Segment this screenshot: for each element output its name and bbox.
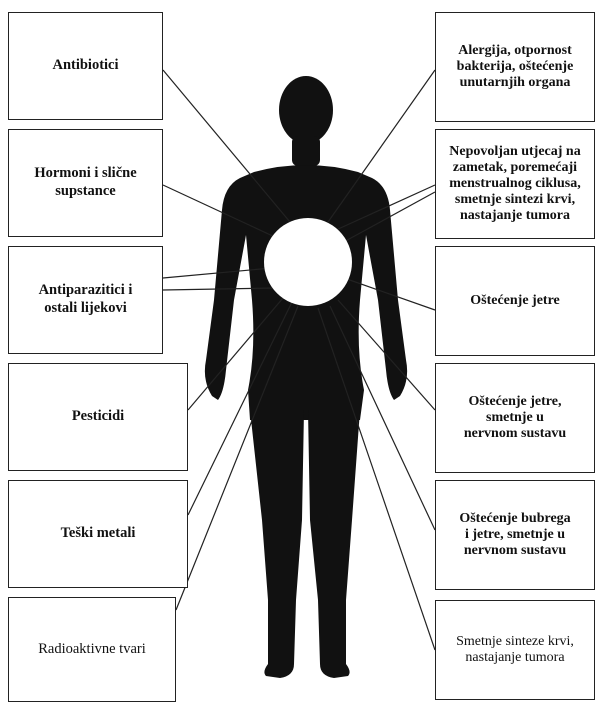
effect-nepovoljan: Nepovoljan utjecaj na zametak, poremećaj…: [435, 129, 595, 239]
center-circle: [264, 218, 352, 306]
effect-jetre-nervni: Oštećenje jetre, smetnje u nervnom susta…: [435, 363, 595, 473]
source-antiparaziti: Antiparazitici i ostali lijekovi: [8, 246, 163, 354]
effect-sinteze: Smetnje sinteze krvi, nastajanje tumora: [435, 600, 595, 700]
source-pesticidi: Pesticidi: [8, 363, 188, 471]
effect-bubrega: Oštećenje bubrega i jetre, smetnje u ner…: [435, 480, 595, 590]
source-radioaktivne: Radioaktivne tvari: [8, 597, 176, 702]
source-antibiotici: Antibiotici: [8, 12, 163, 120]
source-teski-metali: Teški metali: [8, 480, 188, 588]
effect-alergija: Alergija, otpornost bakterija, oštećenje…: [435, 12, 595, 122]
human-silhouette: [205, 76, 407, 678]
source-hormoni: Hormoni i slične supstance: [8, 129, 163, 237]
effect-jetre: Oštećenje jetre: [435, 246, 595, 356]
